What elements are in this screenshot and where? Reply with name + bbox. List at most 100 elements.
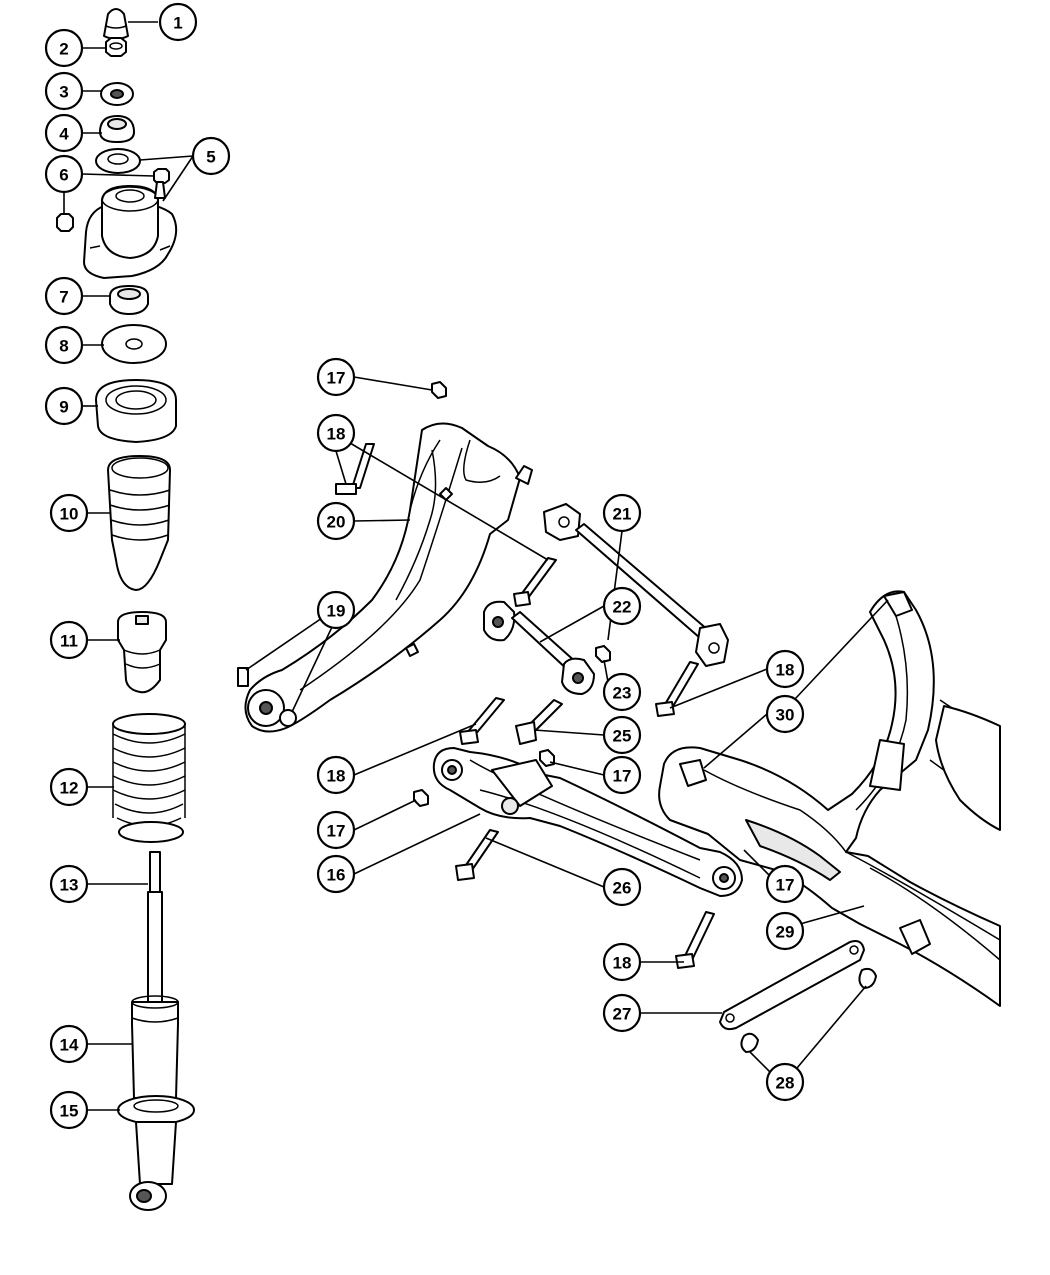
callout-number: 11 [60,632,78,651]
callout-17: 17 [316,810,356,850]
part-trailing-arm [244,422,533,733]
part-nut-23 [595,645,611,663]
callout-circle [602,993,642,1033]
part-washer-retainer [100,82,134,106]
callout-circle [316,357,356,397]
callout-circle [765,694,805,734]
callout-1: 1 [158,2,198,42]
callout-number: 20 [327,513,346,532]
callout-14: 14 [49,1024,89,1064]
callout-circle [602,755,642,795]
callout-circle [602,942,642,982]
callout-2: 2 [44,28,84,68]
callout-circle [158,2,198,42]
part-clip-28b [858,967,877,989]
leader-line-28-b [796,985,867,1069]
callout-circle [602,493,642,533]
callout-number: 5 [206,148,215,167]
callout-18: 18 [316,413,356,453]
callout-number: 22 [613,598,632,617]
callout-circle [44,71,84,111]
callout-number: 14 [60,1036,79,1055]
callout-circle [49,1090,89,1130]
callout-number: 9 [59,398,68,417]
part-upper-mount [83,181,178,279]
part-nut [105,37,127,57]
callout-circle [44,276,84,316]
callout-circle [602,672,642,712]
part-bolt-26 [455,829,499,881]
callout-13: 13 [49,864,89,904]
leader-line-20 [353,519,411,522]
callout-25: 25 [602,715,642,755]
callout-circle [765,864,805,904]
callout-number: 2 [59,40,68,59]
callout-17: 17 [602,755,642,795]
part-bolt-19b [279,709,297,727]
leader-line-19 [245,617,323,671]
callout-number: 28 [776,1074,795,1093]
part-toe-link-22 [483,600,595,695]
callout-27: 27 [602,993,642,1033]
callout-11: 11 [49,620,89,660]
part-bolt-18-lower [459,697,505,745]
part-bolt-18-right [655,661,699,717]
callout-number: 18 [776,661,795,680]
part-coil-spring [112,713,186,843]
callout-circle [765,649,805,689]
callout-28: 28 [765,1062,805,1102]
callout-20: 20 [316,501,356,541]
callout-17: 17 [765,864,805,904]
callout-number: 8 [59,337,68,356]
part-jounce-bumper [103,8,129,40]
leader-line-17 [743,849,771,877]
leader-line-17 [353,799,417,831]
leader-line-18-b [349,442,549,561]
part-clip-28a [740,1032,759,1053]
callout-number: 29 [776,923,795,942]
leader-line-18 [353,723,477,776]
leader-line-17 [549,761,605,776]
part-seat [95,148,141,174]
callout-circle [316,810,356,850]
callout-circle [316,755,356,795]
callout-number: 10 [60,505,79,524]
callout-number: 1 [173,14,182,33]
callout-number: 16 [327,866,346,885]
callout-number: 17 [613,767,632,786]
callout-circle [44,28,84,68]
callout-number: 17 [327,369,346,388]
leader-line-22 [539,605,605,643]
callout-number: 23 [613,684,632,703]
callout-7: 7 [44,276,84,316]
part-washer-large [101,324,167,364]
callout-17: 17 [316,357,356,397]
callout-18: 18 [602,942,642,982]
callout-circle [316,854,356,894]
callout-30: 30 [765,694,805,734]
callout-6: 6 [44,154,84,194]
part-crossmember [658,590,1001,1007]
part-spring-seat-lower [117,1095,195,1211]
callout-26: 26 [602,867,642,907]
callout-9: 9 [44,386,84,426]
callout-number: 15 [60,1102,79,1121]
leader-line-25 [533,729,605,736]
callout-circle [316,413,356,453]
callout-21: 21 [602,493,642,533]
leader-line-19-b [291,626,333,713]
callout-number: 18 [327,767,346,786]
callout-circle [44,154,84,194]
part-jounce-bumper-lower [117,611,167,694]
part-lower-control-arm [432,747,743,897]
part-bolt-18-mid [513,557,557,607]
callout-number: 6 [59,166,68,185]
leader-line-6 [81,173,155,177]
callout-12: 12 [49,767,89,807]
callout-number: 7 [59,288,68,307]
callout-labels: 1234567891011121314151718201921222318302… [44,2,805,1130]
callout-circle [191,136,231,176]
callout-23: 23 [602,672,642,712]
callout-circle [44,113,84,153]
